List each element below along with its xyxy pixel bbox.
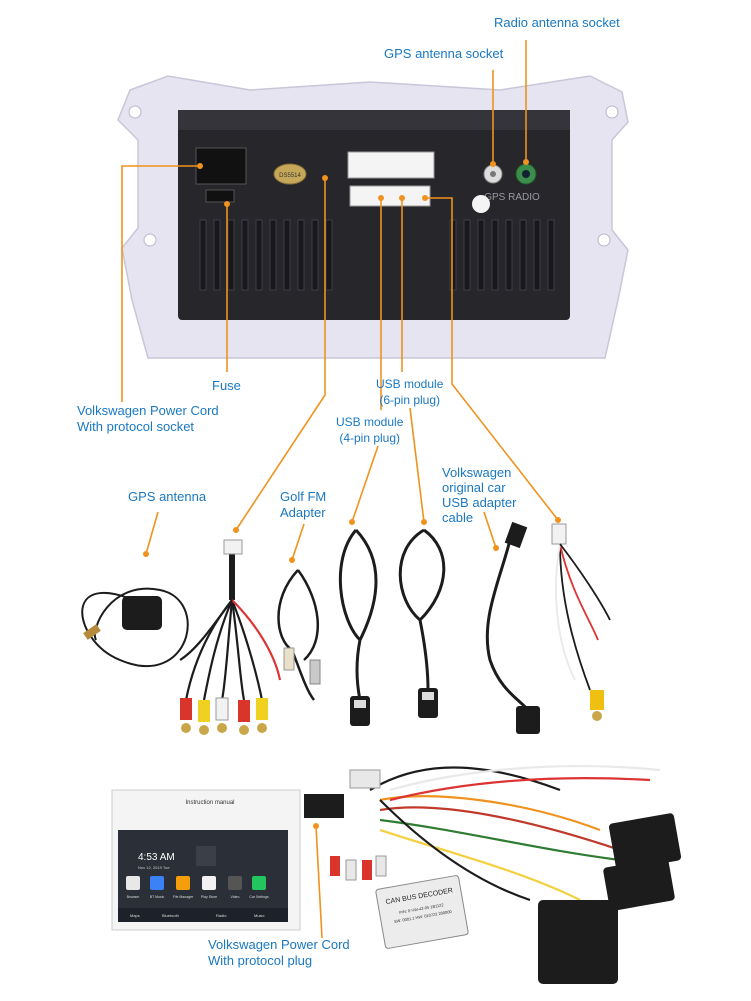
label-power-cord-plug: Volkswagen Power Cord With protocol plug (208, 937, 350, 969)
label-power-cord-plug-line2: With protocol plug (208, 953, 313, 968)
label-vw-usb-line2: original car (442, 480, 506, 495)
label-fuse: Fuse (212, 378, 241, 393)
manual-dock-2: Radio (216, 913, 227, 918)
fuse-slot (205, 189, 235, 203)
label-usb-4pin-line1: USB module (336, 415, 404, 429)
manual-app-0: Browser (127, 895, 141, 899)
leader-gps-antenna (235, 178, 326, 531)
manual-app-2: File Manager (173, 895, 194, 899)
label-power-cord-socket-line1: Volkswagen Power Cord (77, 403, 219, 418)
label-gps-antenna: GPS antenna (128, 489, 207, 504)
gps-radio-text: GPS RADIO (484, 192, 540, 203)
golf-fm-adapter-component (277, 569, 321, 701)
leader-power-socket (121, 165, 200, 402)
sticker-text: DS5514 (279, 173, 301, 179)
iso-connector-lower (603, 857, 675, 911)
manual-title: Instruction manual (185, 800, 234, 806)
warranty-sticker (273, 163, 307, 185)
label-power-cord-socket-line2: With protocol socket (77, 419, 195, 434)
leader-dots (143, 159, 561, 829)
power-cord-harness: CAN BUS DECODER P/N: 0-VW-42-05 1B1122 S… (304, 765, 682, 984)
manual-dock-1: Bluetooth (162, 913, 179, 918)
rca-harness-component (179, 539, 282, 735)
label-power-cord-socket: Volkswagen Power Cord With protocol sock… (77, 403, 219, 435)
manual-app-3: Play Store (201, 895, 217, 899)
power-rca-plugs (330, 855, 387, 881)
label-radio-antenna-socket: Radio antenna socket (494, 15, 620, 30)
can-bus-decoder (375, 875, 469, 949)
leader-vw-usb (425, 197, 559, 521)
manual-app-1: BT Music (150, 895, 165, 899)
power-cord-socket (195, 147, 247, 185)
manual-dock-0: Maps (130, 913, 140, 918)
manual-app-5: Car Settings (249, 895, 269, 899)
label-vw-usb-line4: cable (442, 510, 474, 525)
vw-usb-cable-component (485, 521, 540, 734)
label-gps-antenna-socket: GPS antenna socket (384, 46, 504, 61)
manual-app-tiles (126, 876, 266, 890)
label-power-cord-plug-line1: Volkswagen Power Cord (208, 937, 350, 952)
label-vw-usb-adapter: Volkswagen original car USB adapter cabl… (442, 465, 516, 525)
instruction-manual: Instruction manual 4:53 AM Nov 12, 2019 … (111, 789, 301, 931)
label-golf-fm-line2: Adapter (280, 505, 326, 520)
manual-dock-3: Music (254, 913, 264, 918)
leader-vw-usb-comp (483, 511, 497, 549)
label-usb-6pin-line1: USB module (376, 377, 444, 391)
label-vw-usb-line3: USB adapter (442, 495, 517, 510)
gps-antenna-component (81, 587, 189, 668)
leader-golf-fm (291, 523, 305, 561)
label-golf-fm-line1: Golf FM (280, 489, 327, 504)
quadlock-connector (538, 900, 618, 984)
usb-4pin-component (338, 528, 378, 726)
label-usb-6pin: USB module (6-pin plug) (376, 376, 443, 408)
leader-usb6-comp (409, 407, 425, 523)
manual-date: Nov 12, 2019 Tue (138, 865, 170, 870)
head-unit-rear: DS5514 GPS RADIO (117, 75, 629, 359)
leader-lines (121, 40, 559, 939)
manual-time: 4:53 AM (138, 852, 175, 863)
label-usb-4pin: USB module (4-pin plug) (336, 414, 403, 446)
usb-socket-block (349, 185, 431, 207)
main-connector-block (347, 151, 435, 179)
camera-harness-component (551, 523, 611, 721)
label-usb-6pin-line2: (6-pin plug) (379, 393, 441, 407)
iso-connector-upper (608, 813, 682, 871)
manual-app-4: Video (231, 895, 240, 899)
usb-6pin-component (398, 528, 446, 718)
leader-power-plug (315, 825, 323, 939)
leader-gps-ant-comp (145, 511, 159, 555)
label-vw-usb-line1: Volkswagen (442, 465, 512, 480)
rca-plugs (180, 697, 268, 735)
leader-usb4-comp (351, 445, 379, 523)
label-golf-fm-adapter: Golf FM Adapter (280, 489, 326, 521)
label-usb-4pin-line2: (4-pin plug) (339, 431, 401, 445)
